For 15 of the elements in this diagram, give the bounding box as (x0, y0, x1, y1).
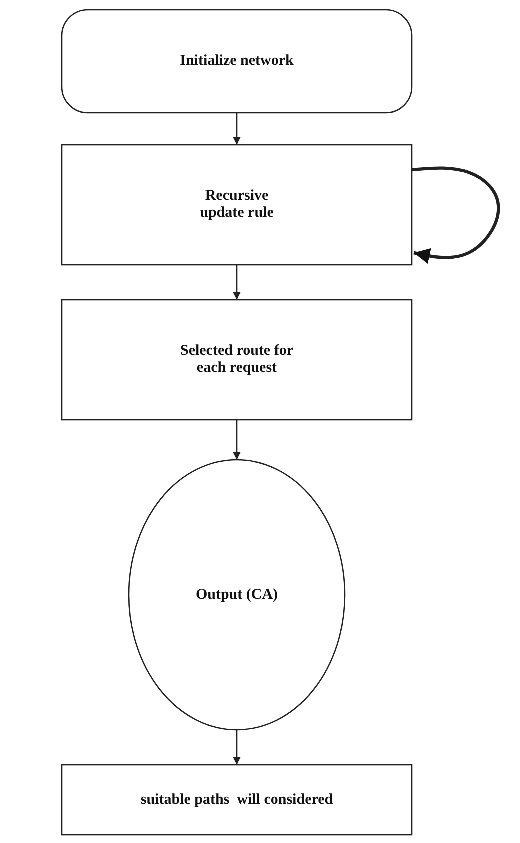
loop-arrow (412, 166, 500, 264)
arrow (233, 265, 241, 300)
node-label: Recursive update rule (199, 188, 275, 222)
arrow (233, 730, 241, 765)
node-label: suitable paths will considered (140, 792, 334, 808)
node-label: Initialize network (179, 53, 295, 70)
arrow (233, 420, 241, 460)
node-label: Selected route for each request (179, 343, 294, 377)
output-circle (128, 459, 346, 731)
start-box (61, 9, 413, 114)
process-box (61, 144, 413, 266)
process-box (61, 764, 413, 836)
arrow (233, 113, 241, 145)
node-label: Output (CA) (194, 586, 280, 604)
process-box (61, 299, 413, 421)
